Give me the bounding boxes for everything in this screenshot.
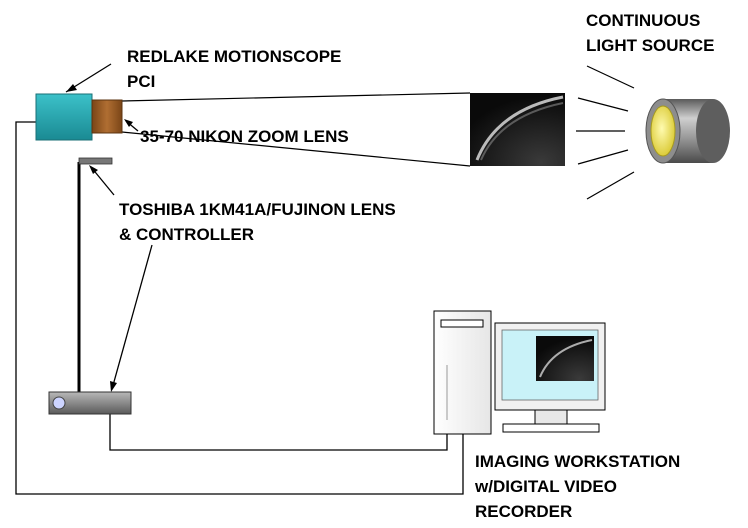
label-toshiba-line1: TOSHIBA 1KM41A/FUJINON LENS (119, 200, 396, 219)
label-toshiba: TOSHIBA 1KM41A/FUJINON LENS & CONTROLLER (119, 200, 396, 244)
arrow-zoom-lens (124, 119, 139, 132)
cable-controller-to-workstation (109, 414, 448, 451)
workstation-monitor (494, 322, 606, 433)
label-toshiba-line2: & CONTROLLER (119, 225, 254, 244)
toshiba-controller (48, 391, 132, 415)
cable-camera-to-workstation (15, 121, 464, 495)
label-light-source: CONTINUOUS LIGHT SOURCE (586, 11, 714, 55)
arrow-controller (110, 244, 153, 392)
redlake-camera (35, 93, 123, 141)
toshiba-camera (78, 157, 113, 165)
label-workstation-line3: RECORDER (475, 502, 572, 521)
label-zoom-lens: 35-70 NIKON ZOOM LENS (140, 127, 349, 146)
captured-image (470, 93, 565, 166)
label-light-source-line1: CONTINUOUS (586, 11, 700, 30)
continuous-light-source (645, 98, 730, 164)
label-workstation: IMAGING WORKSTATION w/DIGITAL VIDEO RECO… (474, 452, 680, 521)
label-redlake: REDLAKE MOTIONSCOPE PCI (127, 47, 341, 91)
label-redlake-line2: PCI (127, 72, 155, 91)
label-workstation-line2: w/DIGITAL VIDEO (474, 477, 617, 496)
light-rays (576, 65, 635, 200)
workstation-tower (433, 310, 492, 435)
label-light-source-line2: LIGHT SOURCE (586, 36, 714, 55)
label-redlake-line1: REDLAKE MOTIONSCOPE (127, 47, 341, 66)
field-of-view-lines (121, 92, 471, 167)
arrow-toshiba-camera (89, 165, 115, 196)
label-workstation-line1: IMAGING WORKSTATION (475, 452, 680, 471)
arrow-redlake (65, 63, 112, 93)
